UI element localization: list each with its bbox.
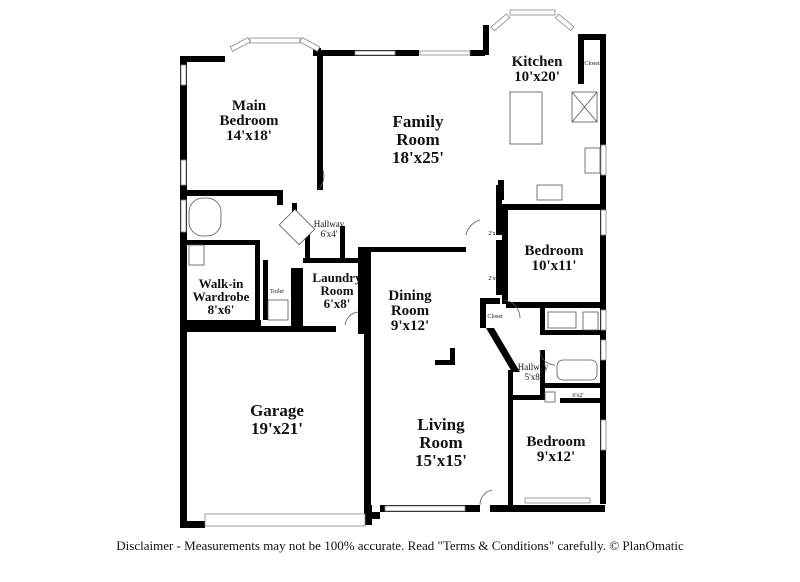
- main-bedroom-size: 14'x18': [226, 128, 272, 144]
- garage-size: 19'x21': [251, 419, 303, 438]
- living-name-2: Room: [419, 433, 462, 452]
- laundry-name-2: Room: [320, 283, 353, 298]
- closet-small-label: Closet: [487, 314, 503, 320]
- closet-2x6-size: 2'x6': [488, 276, 499, 282]
- hallway-lower-name: Hallway: [518, 362, 549, 372]
- family-room-name-1: Family: [393, 112, 444, 131]
- hallway-top-name: Hallway: [314, 219, 345, 229]
- toilet-label: Toilet: [270, 289, 284, 295]
- room-labels: Main Bedroom 14'x18' Family Room 18'x25'…: [193, 54, 600, 470]
- kitchen-size: 10'x20': [514, 69, 560, 85]
- closet-6x2-size: 6'x2': [572, 393, 583, 399]
- windows: [180, 9, 607, 527]
- living-size: 15'x15': [415, 451, 467, 470]
- dining-name-2: Room: [391, 303, 430, 319]
- living-name-1: Living: [417, 415, 465, 434]
- main-bedroom-name-2: Bedroom: [220, 113, 279, 129]
- floor-plan: Main Bedroom 14'x18' Family Room 18'x25'…: [180, 9, 607, 528]
- laundry-size: 6'x8': [324, 296, 351, 311]
- kitchen-closet-label: Closet: [584, 61, 600, 67]
- walkin-size: 8'x6': [208, 302, 235, 317]
- disclaimer-text: Disclaimer - Measurements may not be 100…: [116, 538, 684, 553]
- laundry-name-1: Laundry: [312, 270, 362, 285]
- walkin-name-2: Wardrobe: [193, 289, 250, 304]
- closet-2x5-size: 2'x5': [488, 231, 499, 237]
- family-room-name-2: Room: [396, 130, 439, 149]
- bedroom-upper-name: Bedroom: [525, 243, 584, 259]
- bedroom-upper-size: 10'x11': [531, 258, 576, 274]
- walkin-name-1: Walk-in: [199, 276, 245, 291]
- hallway-lower-size: 5'x8': [525, 372, 542, 382]
- main-bedroom-name-1: Main: [232, 98, 267, 114]
- bedroom-lower-name: Bedroom: [527, 434, 586, 450]
- doors: [317, 169, 556, 506]
- dining-size: 9'x12': [391, 318, 429, 334]
- hallway-top-size: 6'x4': [321, 229, 338, 239]
- walls: [180, 25, 606, 528]
- bedroom-lower-size: 9'x12': [537, 449, 575, 465]
- kitchen-name: Kitchen: [512, 54, 563, 70]
- fixtures: [188, 91, 601, 403]
- family-room-size: 18'x25': [392, 148, 444, 167]
- garage-name: Garage: [250, 401, 304, 420]
- dining-name-1: Dining: [388, 288, 432, 304]
